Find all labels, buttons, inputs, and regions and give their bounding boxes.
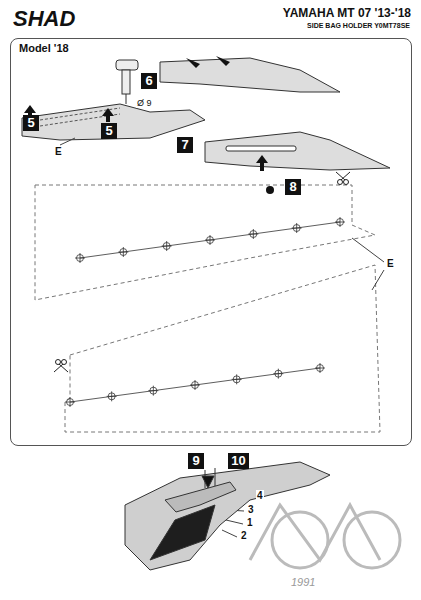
- part-number: 1: [246, 517, 254, 528]
- step-number-text: 5: [105, 123, 112, 138]
- instruction-panel: Model '18 6 5 5 7 8: [10, 38, 412, 446]
- side-plate-drawing: [22, 58, 390, 170]
- watermark: 1991: [290, 576, 316, 588]
- step-number: 10: [228, 453, 249, 469]
- arrows: [24, 56, 268, 171]
- drill: [116, 60, 138, 104]
- part-number: 4: [256, 490, 264, 501]
- step-number-text: 10: [231, 453, 245, 468]
- dimension: Ø 9: [136, 98, 153, 108]
- bike-tail: [125, 462, 330, 570]
- check-mark: [266, 186, 274, 194]
- panel-heading: Model '18: [19, 42, 69, 54]
- watermark-logo: [250, 505, 400, 568]
- step-number-text: 5: [27, 115, 34, 130]
- part-number: 3: [247, 504, 255, 515]
- step-number: 9: [188, 453, 204, 469]
- step-number: 8: [285, 179, 301, 195]
- hole-rows: [65, 217, 345, 407]
- part-number: 2: [240, 530, 248, 541]
- step-number-text: 7: [181, 137, 188, 152]
- step-number-text: 8: [289, 179, 296, 194]
- step-number-text: 9: [192, 453, 199, 468]
- part-letter: E: [386, 258, 395, 269]
- step-number: 7: [177, 137, 193, 153]
- part-letter: E: [54, 146, 63, 157]
- step-number-text: 6: [145, 73, 152, 88]
- step-number: 5: [101, 123, 117, 139]
- scissors: [54, 172, 350, 372]
- step-number: 6: [141, 73, 157, 89]
- step-number: 5: [23, 115, 39, 131]
- cut-templates: [35, 185, 380, 432]
- product-code: SIDE BAG HOLDER Y0MT78SE: [306, 22, 411, 29]
- brand-logo: SHAD: [12, 6, 76, 32]
- title: YAMAHA MT 07 '13-'18: [283, 6, 411, 20]
